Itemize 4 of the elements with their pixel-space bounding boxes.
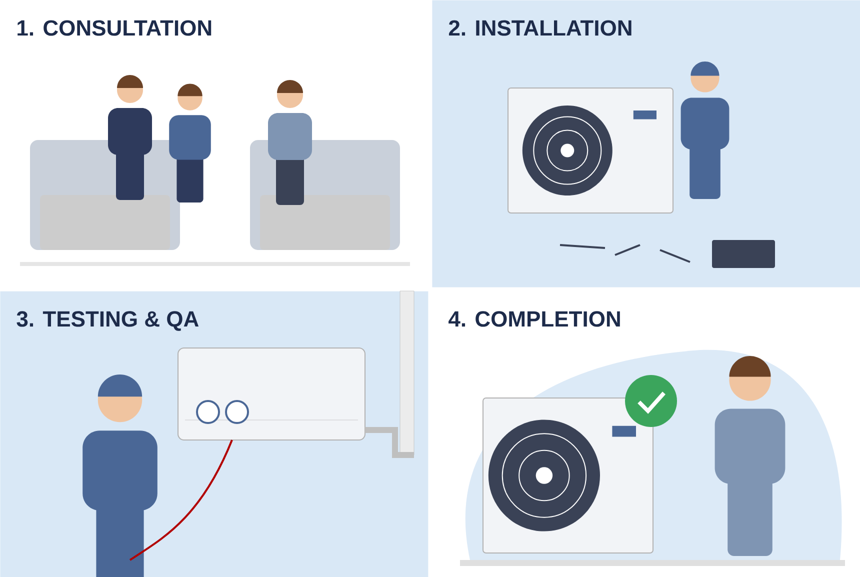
panel-title: 4. COMPLETION [448,311,620,327]
panel-title: 3. TESTING & QA [16,311,199,331]
panel-title: 2. INSTALLATION [448,20,632,36]
panel-title: 1. CONSULTATION [18,20,212,36]
